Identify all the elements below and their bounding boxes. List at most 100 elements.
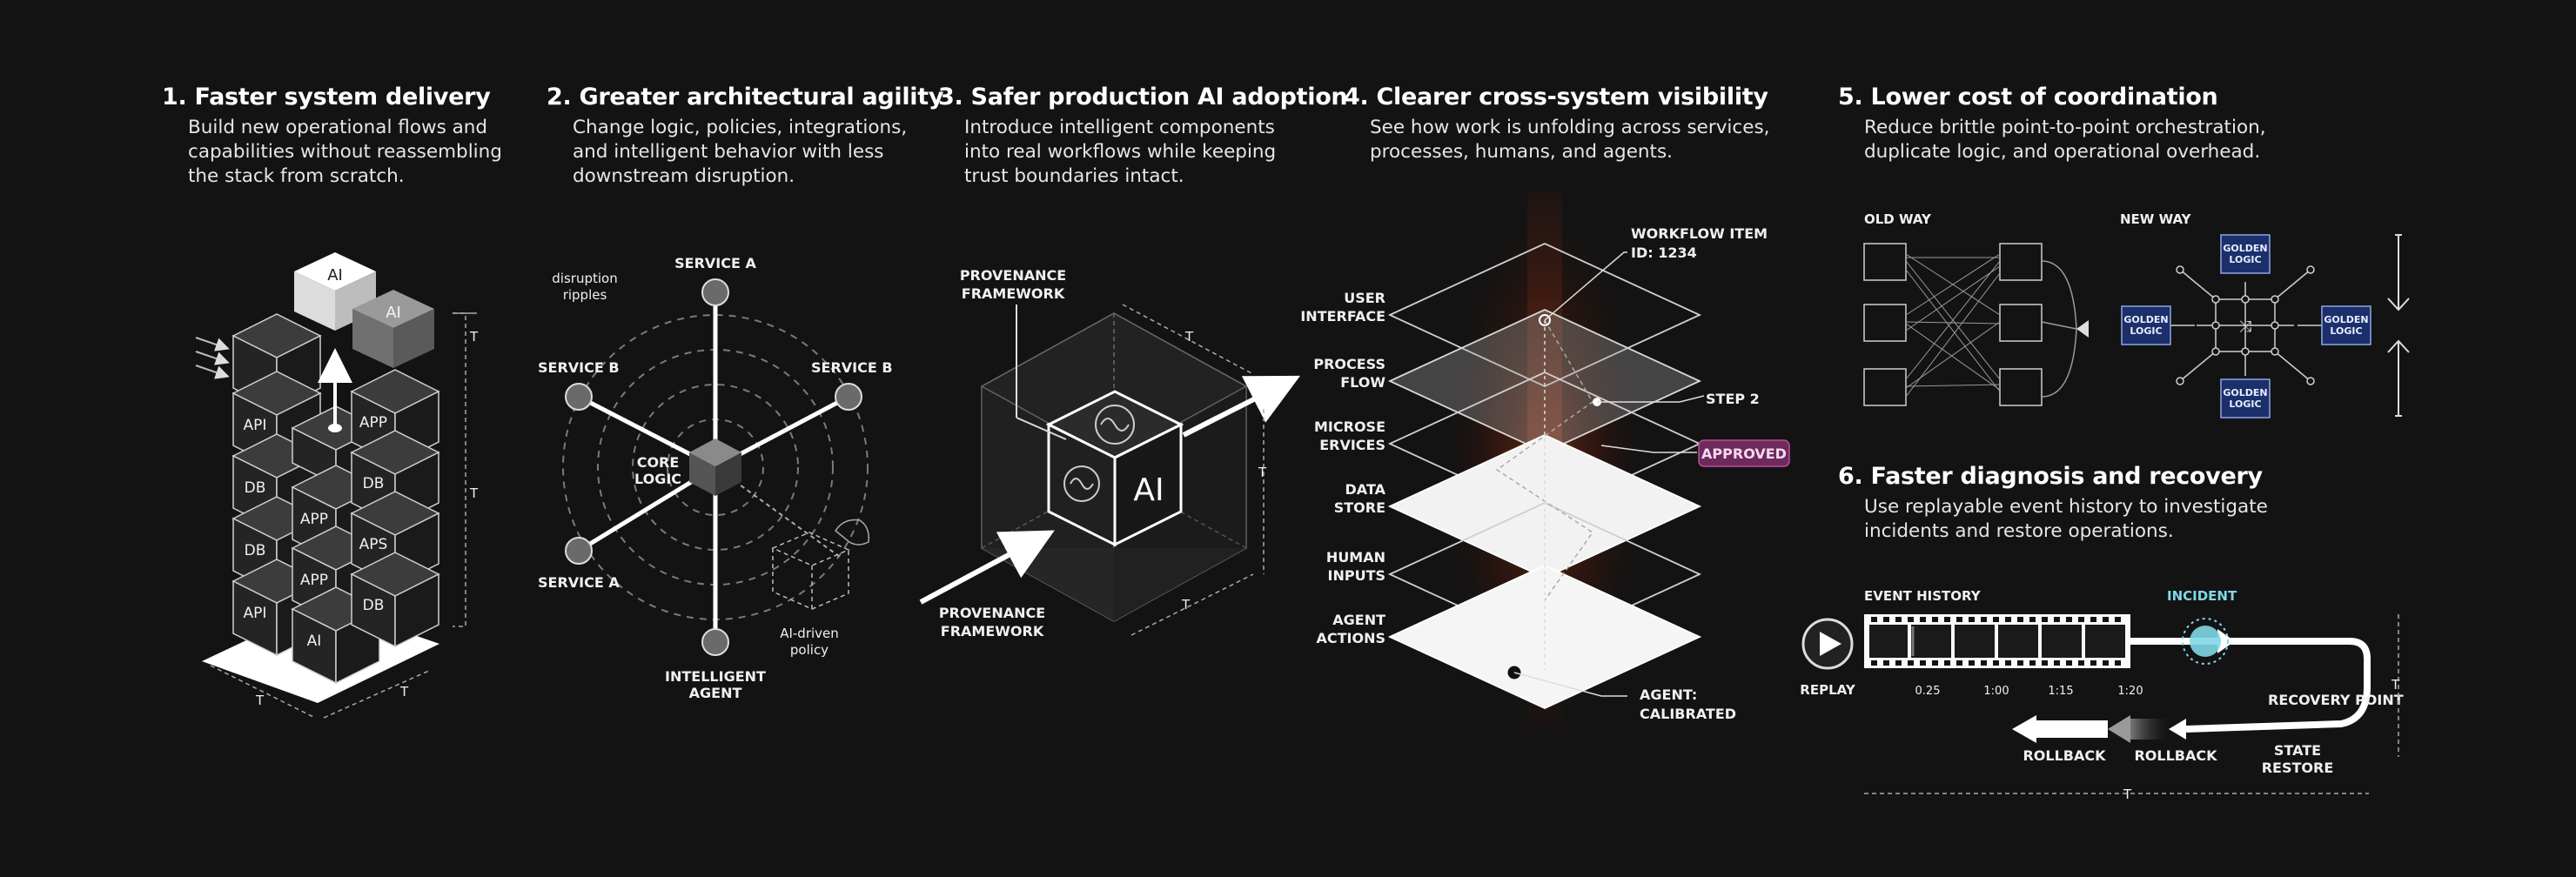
svg-text:1:20: 1:20	[2117, 685, 2143, 698]
service-b-right-label: SERVICE B	[811, 359, 893, 376]
panel-1-title: 1. Faster system delivery	[162, 84, 491, 110]
callout-lines	[1513, 251, 1705, 697]
policy-box	[771, 532, 850, 610]
golden-logic-top	[2220, 234, 2271, 274]
ai-cube-label: AI	[386, 304, 401, 322]
approved-text: APPROVED	[1701, 445, 1787, 462]
stack-illustration: API DB DB API APP APP AI APP DB APS DB AI AI	[195, 252, 479, 719]
recovery-point-label: RECOVERY POINT	[2268, 692, 2404, 708]
panel-5-desc: Reduce brittle point-to-point orchestrat…	[1864, 117, 2266, 163]
film-strip	[1864, 614, 2130, 668]
mid-cube-label: AI	[307, 633, 322, 650]
shuffle-icon: ⤨	[2239, 318, 2251, 336]
play-icon	[1820, 632, 1841, 656]
ai-core-cube: AI	[1045, 390, 1184, 547]
right-cube: APS	[350, 491, 440, 587]
event-history-label: EVENT HISTORY	[1864, 588, 1982, 604]
panel-2-title: 2. Greater architectural agility	[547, 84, 944, 110]
coordination-illustration: OLD WAY NEW WAY	[1863, 211, 2410, 418]
node-service-a-bottom	[565, 537, 593, 565]
node-service-a	[701, 278, 729, 306]
golden-logic-left	[2121, 305, 2171, 345]
agility-illustration: SERVICE A SERVICE B SERVICE B SERVICE A …	[538, 255, 893, 701]
svg-text:1:15: 1:15	[2048, 685, 2073, 698]
panel-1: 1. Faster system delivery Build new oper…	[162, 84, 502, 189]
incident-burst	[2182, 618, 2229, 665]
panel-6-title: 6. Faster diagnosis and recovery	[1838, 463, 2263, 490]
panel-4: 4. Clearer cross-system visibility See h…	[1344, 84, 1770, 164]
ai-cube-label: AI	[327, 266, 343, 285]
right-cube-label: APP	[359, 414, 387, 432]
panel-2: 2. Greater architectural agility Change …	[547, 84, 943, 189]
dimension-lines	[1864, 614, 2399, 794]
layer-plane	[1387, 309, 1702, 453]
panel-1-desc: Build new operational flows and capabili…	[188, 117, 502, 187]
service-b-left-label: SERVICE B	[538, 359, 620, 376]
replay-label: REPLAY	[1800, 682, 1856, 698]
panel-5: 5. Lower cost of coordination Reduce bri…	[1838, 84, 2266, 164]
motion-lines	[195, 337, 230, 379]
mid-cube-label: APP	[300, 511, 328, 528]
dim-label: T	[2123, 787, 2132, 802]
time-ticks: 0.25 1:00 1:15 1:20	[1915, 685, 2143, 698]
dim-label: T	[399, 684, 409, 700]
dim-label: T	[1184, 329, 1194, 345]
old-way-diagram	[1863, 243, 2089, 406]
right-cube-label: DB	[363, 475, 385, 492]
service-a-bottom-label: SERVICE A	[538, 574, 620, 591]
input-arrow	[919, 530, 1055, 605]
step-label: STEP 2	[1706, 391, 1760, 407]
panel-3: 3. Safer production AI adoption Introduc…	[938, 84, 1348, 189]
left-cube-label: DB	[245, 479, 266, 497]
panel-6: 6. Faster diagnosis and recovery Use rep…	[1838, 463, 2268, 544]
right-cube-label: DB	[363, 597, 385, 614]
brain-icon-side	[1063, 465, 1100, 502]
panel-4-title: 4. Clearer cross-system visibility	[1344, 84, 1768, 110]
layer-plane	[1387, 243, 1702, 387]
ai-cube-text: AI	[1133, 472, 1164, 508]
rollback-label-2: ROLLBACK	[2134, 747, 2217, 764]
panel-4-desc: See how work is unfolding across service…	[1370, 117, 1770, 163]
left-cube-label: API	[244, 605, 267, 622]
service-a-label: SERVICE A	[674, 255, 756, 271]
dim-label: T	[469, 329, 479, 345]
dim-label: T	[255, 693, 265, 708]
ai-cube-gray: AI	[352, 290, 434, 368]
core-cube	[689, 438, 741, 496]
node-service-b-right	[835, 383, 862, 411]
mid-cube-label: APP	[300, 572, 328, 589]
golden-logic-bottom	[2220, 378, 2271, 418]
left-cube-label: API	[244, 417, 267, 434]
rollback-arrow-1	[2036, 720, 2108, 738]
left-cube-label: DB	[245, 542, 266, 559]
brain-icon	[1095, 405, 1135, 445]
new-way-label: NEW WAY	[2120, 211, 2192, 227]
agent-calibrated-label: AGENT:CALIBRATED	[1640, 686, 1736, 722]
approved-badge	[1698, 439, 1790, 467]
panel-6-desc: Use replayable event history to investig…	[1864, 496, 2268, 542]
svg-text:0.25: 0.25	[1915, 685, 1941, 698]
dim-label: T	[2391, 677, 2400, 693]
dimension-lines	[1122, 304, 1265, 636]
old-way-label: OLD WAY	[1864, 211, 1932, 227]
right-cube-label: APS	[359, 536, 388, 553]
